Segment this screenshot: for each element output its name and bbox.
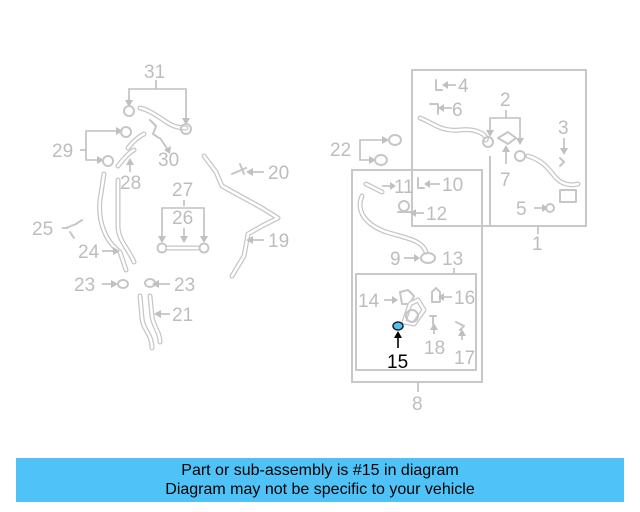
part-6-hose (417, 103, 489, 143)
banner-line-1: Part or sub-assembly is #15 in diagram (181, 462, 459, 479)
callout-13: 13 (442, 249, 463, 270)
callout-7: 7 (500, 170, 511, 191)
callout-11: 11 (394, 177, 414, 198)
callout-9: 9 (390, 249, 401, 270)
callout-12: 12 (426, 204, 447, 225)
part-15-highlighted[interactable] (392, 321, 404, 348)
callout-10-leader (417, 177, 440, 189)
callout-9-leader (404, 252, 436, 264)
part-19-pipe (201, 153, 281, 279)
callout-17: 17 (454, 348, 475, 369)
callout-6: 6 (452, 100, 463, 121)
callout-31: 31 (144, 62, 165, 83)
callout-20: 20 (268, 163, 289, 184)
callout-22-leader (359, 134, 402, 166)
callout-16-leader (431, 287, 452, 303)
part-29-clamps (102, 126, 147, 167)
assembly-13-box (355, 273, 477, 371)
part-24-tube (97, 171, 137, 273)
assembly-1-box (411, 69, 587, 227)
callout-29-leader (80, 127, 123, 164)
part-20 (231, 163, 264, 176)
callout-28: 28 (120, 173, 141, 194)
callout-26: 26 (172, 208, 193, 229)
callout-1: 1 (532, 234, 543, 255)
part-26-hose (156, 242, 210, 254)
banner-line-2: Diagram may not be specific to your vehi… (165, 481, 475, 498)
part-8-hose (357, 193, 429, 255)
callout-22: 22 (330, 140, 351, 161)
part-12 (397, 200, 424, 217)
part-30 (149, 119, 171, 154)
callout-24: 24 (78, 242, 100, 263)
part-clamp-top-left (123, 105, 192, 135)
callout-19: 19 (268, 231, 289, 252)
callout-4: 4 (458, 76, 469, 97)
part-25 (62, 219, 83, 239)
callout-30: 30 (158, 150, 179, 171)
callout-4-leader (435, 79, 456, 91)
callout-14: 14 (358, 291, 380, 312)
callout-8: 8 (412, 394, 423, 415)
callout-21: 21 (172, 305, 193, 326)
callout-14-leader (384, 296, 398, 304)
callout-5: 5 (516, 199, 527, 220)
callout-25: 25 (32, 219, 53, 240)
callout-31-leader (125, 80, 190, 125)
assembly-8-box (351, 169, 483, 383)
callout-10: 10 (442, 175, 463, 196)
callout-23b: 23 (174, 275, 195, 296)
callout-16: 16 (454, 288, 475, 309)
callout-3: 3 (558, 118, 569, 139)
callout-26-leader (158, 207, 208, 243)
part-28 (115, 147, 137, 172)
callout-2: 2 (500, 90, 511, 111)
callout-2-leader (482, 110, 526, 162)
callout-5-leader (534, 203, 555, 213)
part-18 (429, 315, 438, 334)
callout-29: 29 (52, 141, 73, 162)
part-3-pipe (525, 153, 581, 203)
callout-23a: 23 (74, 275, 95, 296)
part-17 (455, 321, 466, 340)
callout-23b-leader (144, 278, 170, 288)
callout-23a-leader (102, 279, 129, 289)
part-thermostat-housing (399, 289, 427, 327)
info-banner: Part or sub-assembly is #15 in diagram D… (16, 458, 624, 502)
part-11-pipe (363, 181, 396, 195)
callout-15: 15 (387, 352, 408, 373)
callout-18: 18 (424, 338, 445, 359)
parts-diagram: 31 30 29 28 24 (32, 62, 587, 415)
callout-27: 27 (172, 180, 193, 201)
part-21-pipe (137, 293, 170, 351)
